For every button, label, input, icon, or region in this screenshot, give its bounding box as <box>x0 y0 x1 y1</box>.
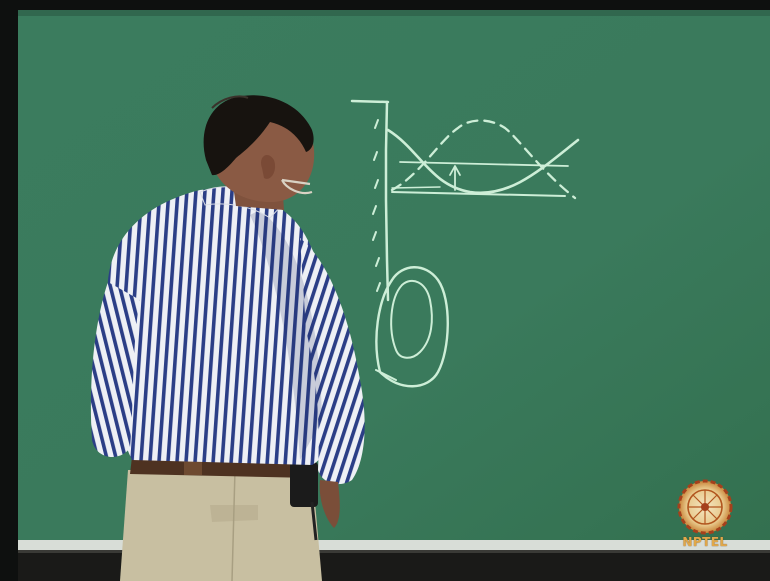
glasses <box>281 178 313 195</box>
right-sleeve <box>300 238 365 485</box>
hand <box>319 480 340 528</box>
nptel-logo-text: NPTEL <box>682 535 728 549</box>
lecturer <box>90 95 365 581</box>
shirt <box>106 189 341 465</box>
trousers <box>120 468 322 581</box>
left-sleeve <box>90 282 140 458</box>
hair <box>203 95 314 176</box>
nptel-logo <box>677 479 733 535</box>
belt-pouch <box>290 462 318 507</box>
chalk-diagram <box>350 99 580 388</box>
